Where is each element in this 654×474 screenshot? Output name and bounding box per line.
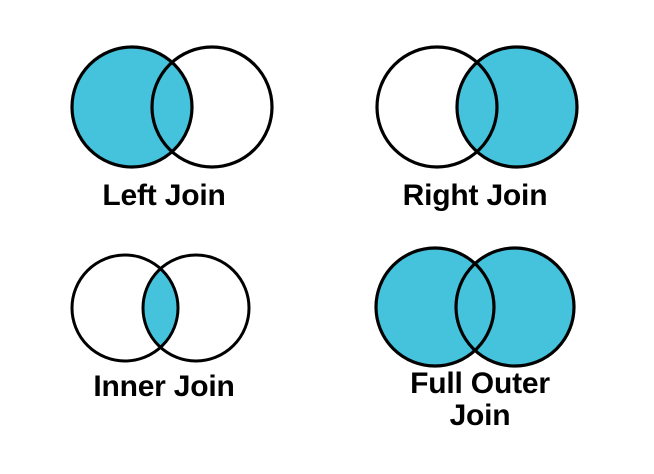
label-inner-join: Inner Join [93, 370, 235, 403]
right-join-svg [375, 45, 579, 169]
left-circle-outline [70, 253, 180, 363]
venn-diagram-left-join [64, 40, 284, 175]
label-full-outer-join: Full Outer Join [410, 367, 550, 433]
left-circle-fill [72, 47, 192, 167]
right-circle-outline [454, 246, 576, 368]
venn-diagram-full-outer-join [371, 243, 586, 375]
left-circle-outline [375, 45, 499, 169]
venn-diagram-inner-join [64, 248, 264, 370]
left-circle-outline [374, 246, 496, 368]
label-right-join: Right Join [402, 179, 548, 212]
left-circle-outline [70, 45, 194, 169]
right-circle-outline [150, 45, 274, 169]
venn-diagram-right-join [370, 40, 590, 175]
inner-join-svg [70, 253, 251, 363]
right-circle-fill [457, 47, 577, 167]
full-outer-join-svg [374, 246, 576, 368]
label-left-join: Left Join [102, 179, 226, 212]
right-circle-outline [141, 253, 251, 363]
right-circle-outline [455, 45, 579, 169]
left-join-svg [70, 45, 274, 169]
